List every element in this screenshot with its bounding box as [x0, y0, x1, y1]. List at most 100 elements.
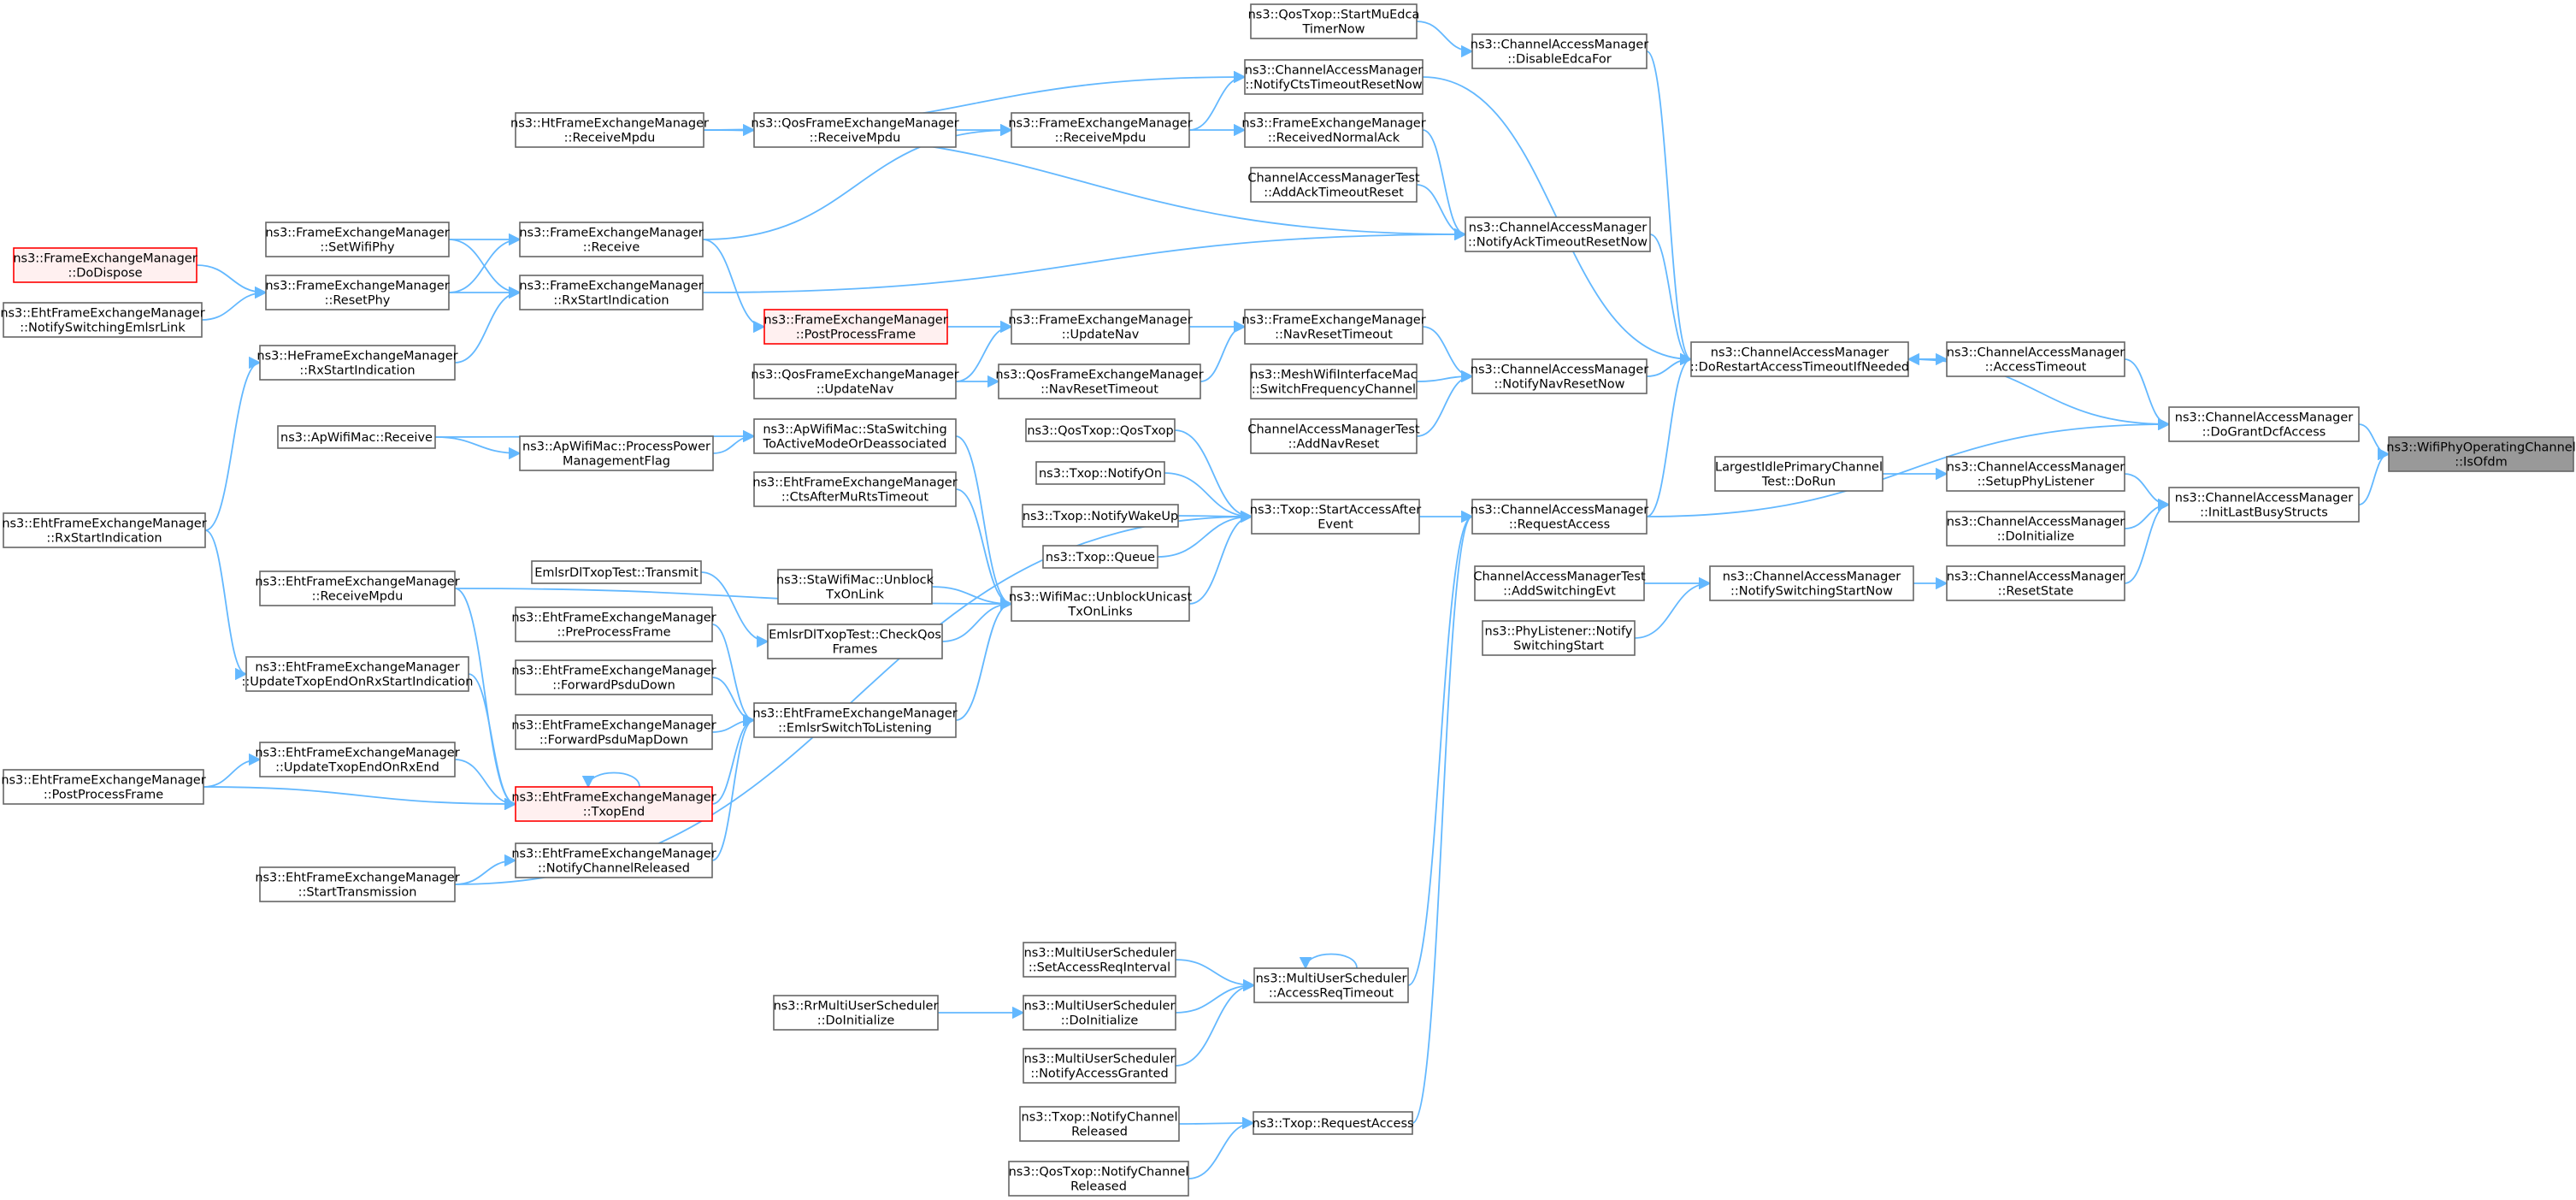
graph-node-disableedca[interactable]: ns3::ChannelAccessManager::DisableEdcaFo…: [1471, 33, 1649, 69]
graph-node-camtest_switch[interactable]: ChannelAccessManagerTest::AddSwitchingEv…: [1473, 565, 1646, 601]
graph-node-fem_receive[interactable]: ns3::FrameExchangeManager::Receive: [519, 222, 704, 257]
node-box: [515, 786, 713, 822]
graph-edge-requestaccess_cam-to-dorestart: [1646, 352, 1693, 517]
graph-node-fem_updatenav[interactable]: ns3::FrameExchangeManager::UpdateNav: [1008, 309, 1193, 345]
graph-node-eht_postprocess[interactable]: ns3::EhtFrameExchangeManager::PostProces…: [1, 769, 206, 805]
graph-edge-fem_rxstart-to-notifyackreset: [702, 228, 1467, 293]
graph-node-txopnotifyon[interactable]: ns3::Txop::NotifyOn: [1035, 461, 1165, 485]
node-label-line: ns3::EhtFrameExchangeManager: [511, 665, 716, 678]
node-label-line: ::DoInitialize: [1997, 530, 2075, 544]
graph-node-requestaccess_cam[interactable]: ns3::ChannelAccessManager::RequestAccess: [1471, 499, 1649, 535]
graph-node-txop_notifyreleased[interactable]: ns3::Txop::NotifyChannelReleased: [1019, 1106, 1180, 1142]
graph-node-fem_recvmpdu[interactable]: ns3::FrameExchangeManager::ReceiveMpdu: [1008, 112, 1193, 148]
graph-edge-notifynavreset-to-dorestart: [1646, 352, 1693, 377]
graph-node-fem_dodispose[interactable]: ns3::FrameExchangeManager::DoDispose: [13, 247, 197, 283]
graph-node-eht_updaterxstart[interactable]: ns3::EhtFrameExchangeManager::UpdateTxop…: [242, 656, 474, 692]
graph-node-fem_setwifiphy[interactable]: ns3::FrameExchangeManager::SetWifiPhy: [265, 222, 450, 257]
graph-node-eht_ctsafter[interactable]: ns3::EhtFrameExchangeManager::CtsAfterMu…: [752, 471, 958, 507]
graph-node-qosqostxop[interactable]: ns3::QosTxop::QosTxop: [1025, 418, 1176, 442]
graph-node-mus_notifygranted[interactable]: ns3::MultiUserScheduler::NotifyAccessGra…: [1023, 1048, 1176, 1084]
graph-node-eht_notifyemlsr[interactable]: ns3::EhtFrameExchangeManager::NotifySwit…: [0, 302, 205, 338]
graph-node-muaccessreq[interactable]: ns3::MultiUserScheduler::AccessReqTimeou…: [1253, 967, 1409, 1003]
graph-node-apmac_sta[interactable]: ns3::ApWifiMac::StaSwitchingToActiveMode…: [753, 418, 957, 454]
node-box: [2168, 487, 2360, 523]
node-box: [753, 112, 957, 148]
node-box: [753, 702, 957, 738]
graph-node-phylistener[interactable]: ns3::PhyListener::NotifySwitchingStart: [1482, 620, 1636, 656]
graph-node-camtest_ack[interactable]: ChannelAccessManagerTest::AddAckTimeoutR…: [1247, 167, 1420, 203]
graph-edge-qostxop_notifyreleased-to-txop_requestaccess: [1188, 1116, 1255, 1179]
graph-node-navresettimeout[interactable]: ns3::FrameExchangeManager::NavResetTimeo…: [1241, 309, 1426, 345]
graph-node-meshswitch[interactable]: ns3::MeshWifiInterfaceMac::SwitchFrequen…: [1250, 364, 1418, 399]
graph-node-eht_switchlisten[interactable]: ns3::EhtFrameExchangeManager::EmlsrSwitc…: [752, 702, 958, 738]
node-label-line: ::RxStartIndication: [553, 294, 669, 308]
graph-node-eht_fwdpsdu[interactable]: ns3::EhtFrameExchangeManager::ForwardPsd…: [511, 659, 716, 695]
graph-node-accesstimeout[interactable]: ns3::ChannelAccessManager::AccessTimeout: [1946, 341, 2125, 377]
node-label-line: ns3::MultiUserScheduler: [1256, 972, 1407, 986]
graph-edge-camtest_nav-to-notifynavreset: [1416, 369, 1474, 437]
graph-node-resetstate[interactable]: ns3::ChannelAccessManager::ResetState: [1946, 565, 2125, 601]
node-box: [3, 302, 203, 338]
edge-line: [2358, 447, 2390, 505]
graph-node-qfem_recvmpdu[interactable]: ns3::QosFrameExchangeManager::ReceiveMpd…: [751, 112, 959, 148]
graph-node-eht_fwdpsdumap[interactable]: ns3::EhtFrameExchangeManager::ForwardPsd…: [511, 714, 716, 750]
graph-node-notifyctsreset[interactable]: ns3::ChannelAccessManager::NotifyCtsTime…: [1244, 59, 1424, 95]
graph-node-apmac_power[interactable]: ns3::ApWifiMac::ProcessPowerManagementFl…: [519, 435, 714, 471]
graph-node-initlast[interactable]: ns3::ChannelAccessManager::InitLastBusyS…: [2168, 487, 2360, 523]
graph-node-eht_updaterxend[interactable]: ns3::EhtFrameExchangeManager::UpdateTxop…: [255, 742, 460, 777]
graph-node-txopwakeup[interactable]: ns3::Txop::NotifyWakeUp: [1022, 504, 1179, 528]
graph-node-eht_starttx[interactable]: ns3::EhtFrameExchangeManager::StartTrans…: [255, 866, 460, 902]
graph-node-notifyackreset[interactable]: ns3::ChannelAccessManager::NotifyAckTime…: [1465, 216, 1651, 252]
graph-node-fem_rxstart[interactable]: ns3::FrameExchangeManager::RxStartIndica…: [519, 275, 704, 310]
graph-node-qostxop_notifyreleased[interactable]: ns3::QosTxop::NotifyChannelReleased: [1008, 1161, 1189, 1197]
graph-edge-qosqostxop-to-startaccessafter: [1174, 429, 1253, 523]
graph-node-he_rxstart[interactable]: ns3::HeFrameExchangeManager::RxStartIndi…: [256, 345, 458, 381]
node-box: [515, 606, 713, 642]
graph-node-camtest_nav[interactable]: ChannelAccessManagerTest::AddNavReset: [1247, 418, 1420, 454]
graph-node-eht_txopend[interactable]: ns3::EhtFrameExchangeManager::TxopEnd: [511, 786, 716, 822]
graph-node-txop_requestaccess[interactable]: ns3::Txop::RequestAccess: [1252, 1111, 1414, 1135]
edge-line: [1178, 1116, 1255, 1130]
graph-edge-eht_updaterxstart-to-eht_txopend: [468, 673, 517, 811]
edge-line: [712, 429, 756, 454]
graph-node-eht_preprocess[interactable]: ns3::EhtFrameExchangeManager::PreProcess…: [511, 606, 716, 642]
graph-node-eht_rxstart[interactable]: ns3::EhtFrameExchangeManager::RxStartInd…: [2, 512, 207, 548]
graph-node-notifynavreset[interactable]: ns3::ChannelAccessManager::NotifyNavRese…: [1471, 358, 1649, 394]
node-label-line: ns3::FrameExchangeManager: [1008, 314, 1192, 328]
graph-node-eht_notifyreleased[interactable]: ns3::EhtFrameExchangeManager::NotifyChan…: [511, 842, 716, 878]
node-box: [265, 275, 450, 310]
graph-edge-eht_notifyreleased-to-eht_switchlisten: [711, 713, 756, 861]
graph-edge-txopqueue-to-startaccessafter: [1157, 510, 1253, 558]
graph-node-mus_doinit[interactable]: ns3::MultiUserScheduler::DoInitialize: [1023, 995, 1176, 1031]
graph-node-rrmus_doinit[interactable]: ns3::RrMultiUserScheduler::DoInitialize: [773, 995, 939, 1031]
graph-node-setupphy[interactable]: ns3::ChannelAccessManager::SetupPhyListe…: [1946, 456, 2125, 492]
graph-node-qfem_updatenav[interactable]: ns3::QosFrameExchangeManager::UpdateNav: [751, 364, 959, 399]
graph-node-qfem_navreset[interactable]: ns3::QosFrameExchangeManager::NavResetTi…: [995, 364, 1204, 399]
graph-node-dorestart[interactable]: ns3::ChannelAccessManager::DoRestartAcce…: [1690, 341, 1909, 377]
graph-node-fem_postprocess[interactable]: ns3::FrameExchangeManager::PostProcessFr…: [763, 309, 948, 345]
graph-node-apmac_receive[interactable]: ns3::ApWifiMac::Receive: [277, 425, 436, 449]
graph-node-mus_setaccess[interactable]: ns3::MultiUserScheduler::SetAccessReqInt…: [1023, 942, 1176, 978]
graph-node-fem_resetphy[interactable]: ns3::FrameExchangeManager::ResetPhy: [265, 275, 450, 310]
edge-line: [203, 786, 517, 811]
graph-node-txopqueue[interactable]: ns3::Txop::Queue: [1042, 545, 1158, 569]
edge-line: [203, 753, 262, 788]
node-label-line: ns3::WifiMac::UnblockUnicast: [1009, 591, 1193, 605]
graph-node-ht_recvmpdu[interactable]: ns3::HtFrameExchangeManager::ReceiveMpdu: [510, 112, 709, 148]
graph-node-isofdm[interactable]: ns3::WifiPhyOperatingChannel::IsOfdm: [2386, 436, 2576, 472]
node-box: [1042, 545, 1158, 569]
graph-node-notifyswitch[interactable]: ns3::ChannelAccessManager::NotifySwitchi…: [1709, 565, 1914, 601]
graph-node-doinit_cam[interactable]: ns3::ChannelAccessManager::DoInitialize: [1946, 511, 2125, 547]
graph-edge-phylistener-to-notifyswitch: [1634, 576, 1712, 639]
graph-node-eht_recvmpdu[interactable]: ns3::EhtFrameExchangeManager::ReceiveMpd…: [255, 570, 460, 606]
node-label-line: ns3::ApWifiMac::ProcessPower: [522, 440, 710, 454]
graph-node-recvnormalack[interactable]: ns3::FrameExchangeManager::ReceivedNorma…: [1241, 112, 1426, 148]
graph-node-dogrant[interactable]: ns3::ChannelAccessManager::DoGrantDcfAcc…: [2168, 406, 2360, 442]
graph-node-emlsr_transmit[interactable]: EmlsrDlTxopTest::Transmit: [531, 560, 702, 584]
